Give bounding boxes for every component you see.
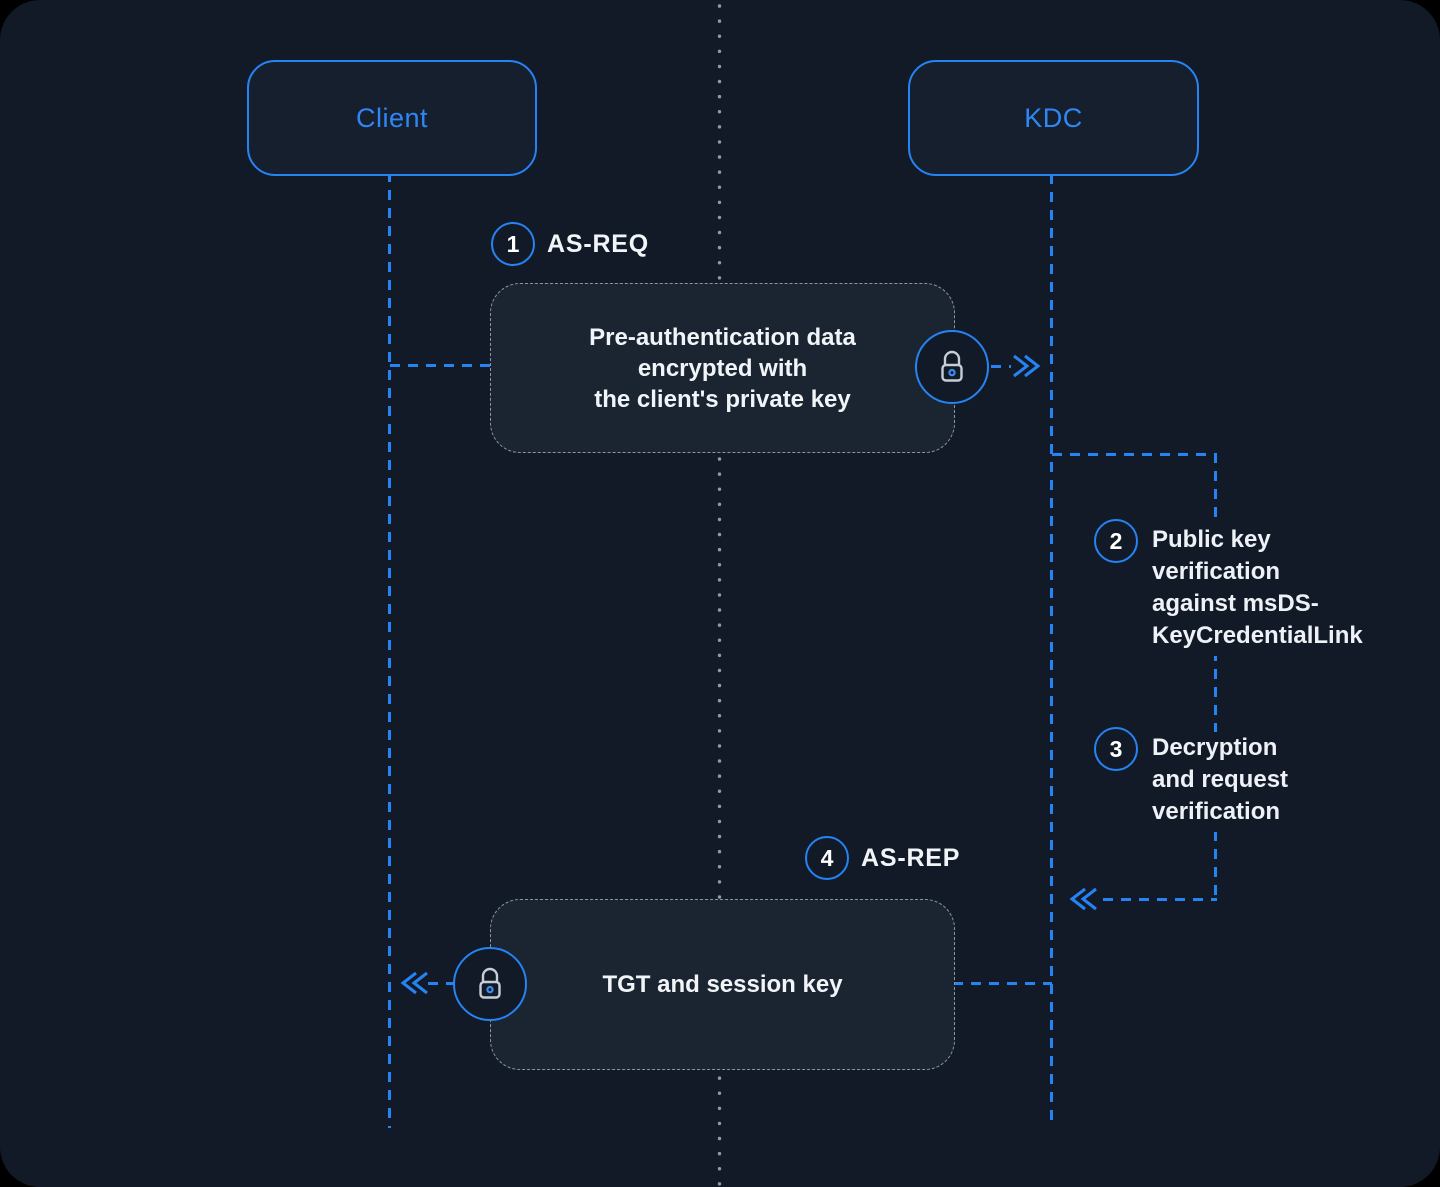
step-2-number: 2 bbox=[1109, 527, 1123, 554]
lock-to-kdc-connector-line bbox=[991, 365, 1011, 368]
lock-icon bbox=[479, 967, 501, 999]
actor-client-box: Client bbox=[247, 60, 537, 176]
lock-icon bbox=[941, 350, 963, 382]
chevron-right-icon bbox=[1013, 354, 1041, 378]
tgt-to-client-connector-line bbox=[428, 982, 454, 985]
pre-auth-lock-badge bbox=[915, 330, 989, 404]
step-4-number: 4 bbox=[820, 844, 834, 871]
tgt-lock-badge bbox=[453, 947, 527, 1021]
step-1-number: 1 bbox=[506, 230, 520, 257]
as-req-connector-line bbox=[390, 364, 491, 367]
step-3-badge: 3 bbox=[1094, 727, 1138, 771]
step-1-badge: 1 bbox=[491, 222, 535, 266]
kdc-processing-path-top bbox=[1052, 453, 1217, 456]
kdc-processing-path-vertical bbox=[1214, 453, 1217, 901]
step-3-text: Decryption and request verification bbox=[1152, 732, 1299, 832]
actor-kdc-label: KDC bbox=[1024, 102, 1083, 133]
actor-kdc-box: KDC bbox=[908, 60, 1199, 176]
kdc-processing-path-return bbox=[1103, 898, 1217, 901]
step-3-number: 3 bbox=[1109, 735, 1123, 762]
step-2-text: Public key verification against msDS- Ke… bbox=[1152, 524, 1373, 656]
tgt-message-box: TGT and session key bbox=[490, 899, 955, 1070]
step-4-badge: 4 bbox=[805, 836, 849, 880]
chevron-left-icon-to-client bbox=[400, 971, 428, 995]
pre-auth-message-text: Pre-authentication data encrypted with t… bbox=[589, 323, 856, 413]
client-lifeline bbox=[388, 172, 391, 1128]
pre-auth-message-box: Pre-authentication data encrypted with t… bbox=[490, 283, 955, 453]
tgt-to-kdc-connector-line bbox=[953, 982, 1052, 985]
tgt-message-text: TGT and session key bbox=[602, 971, 843, 998]
step-2-badge: 2 bbox=[1094, 519, 1138, 563]
as-req-label: AS-REQ bbox=[547, 230, 650, 258]
kdc-lifeline bbox=[1050, 174, 1053, 1128]
chevron-left-icon-return bbox=[1069, 887, 1097, 911]
as-rep-label: AS-REP bbox=[861, 844, 961, 872]
actor-client-label: Client bbox=[355, 102, 429, 133]
